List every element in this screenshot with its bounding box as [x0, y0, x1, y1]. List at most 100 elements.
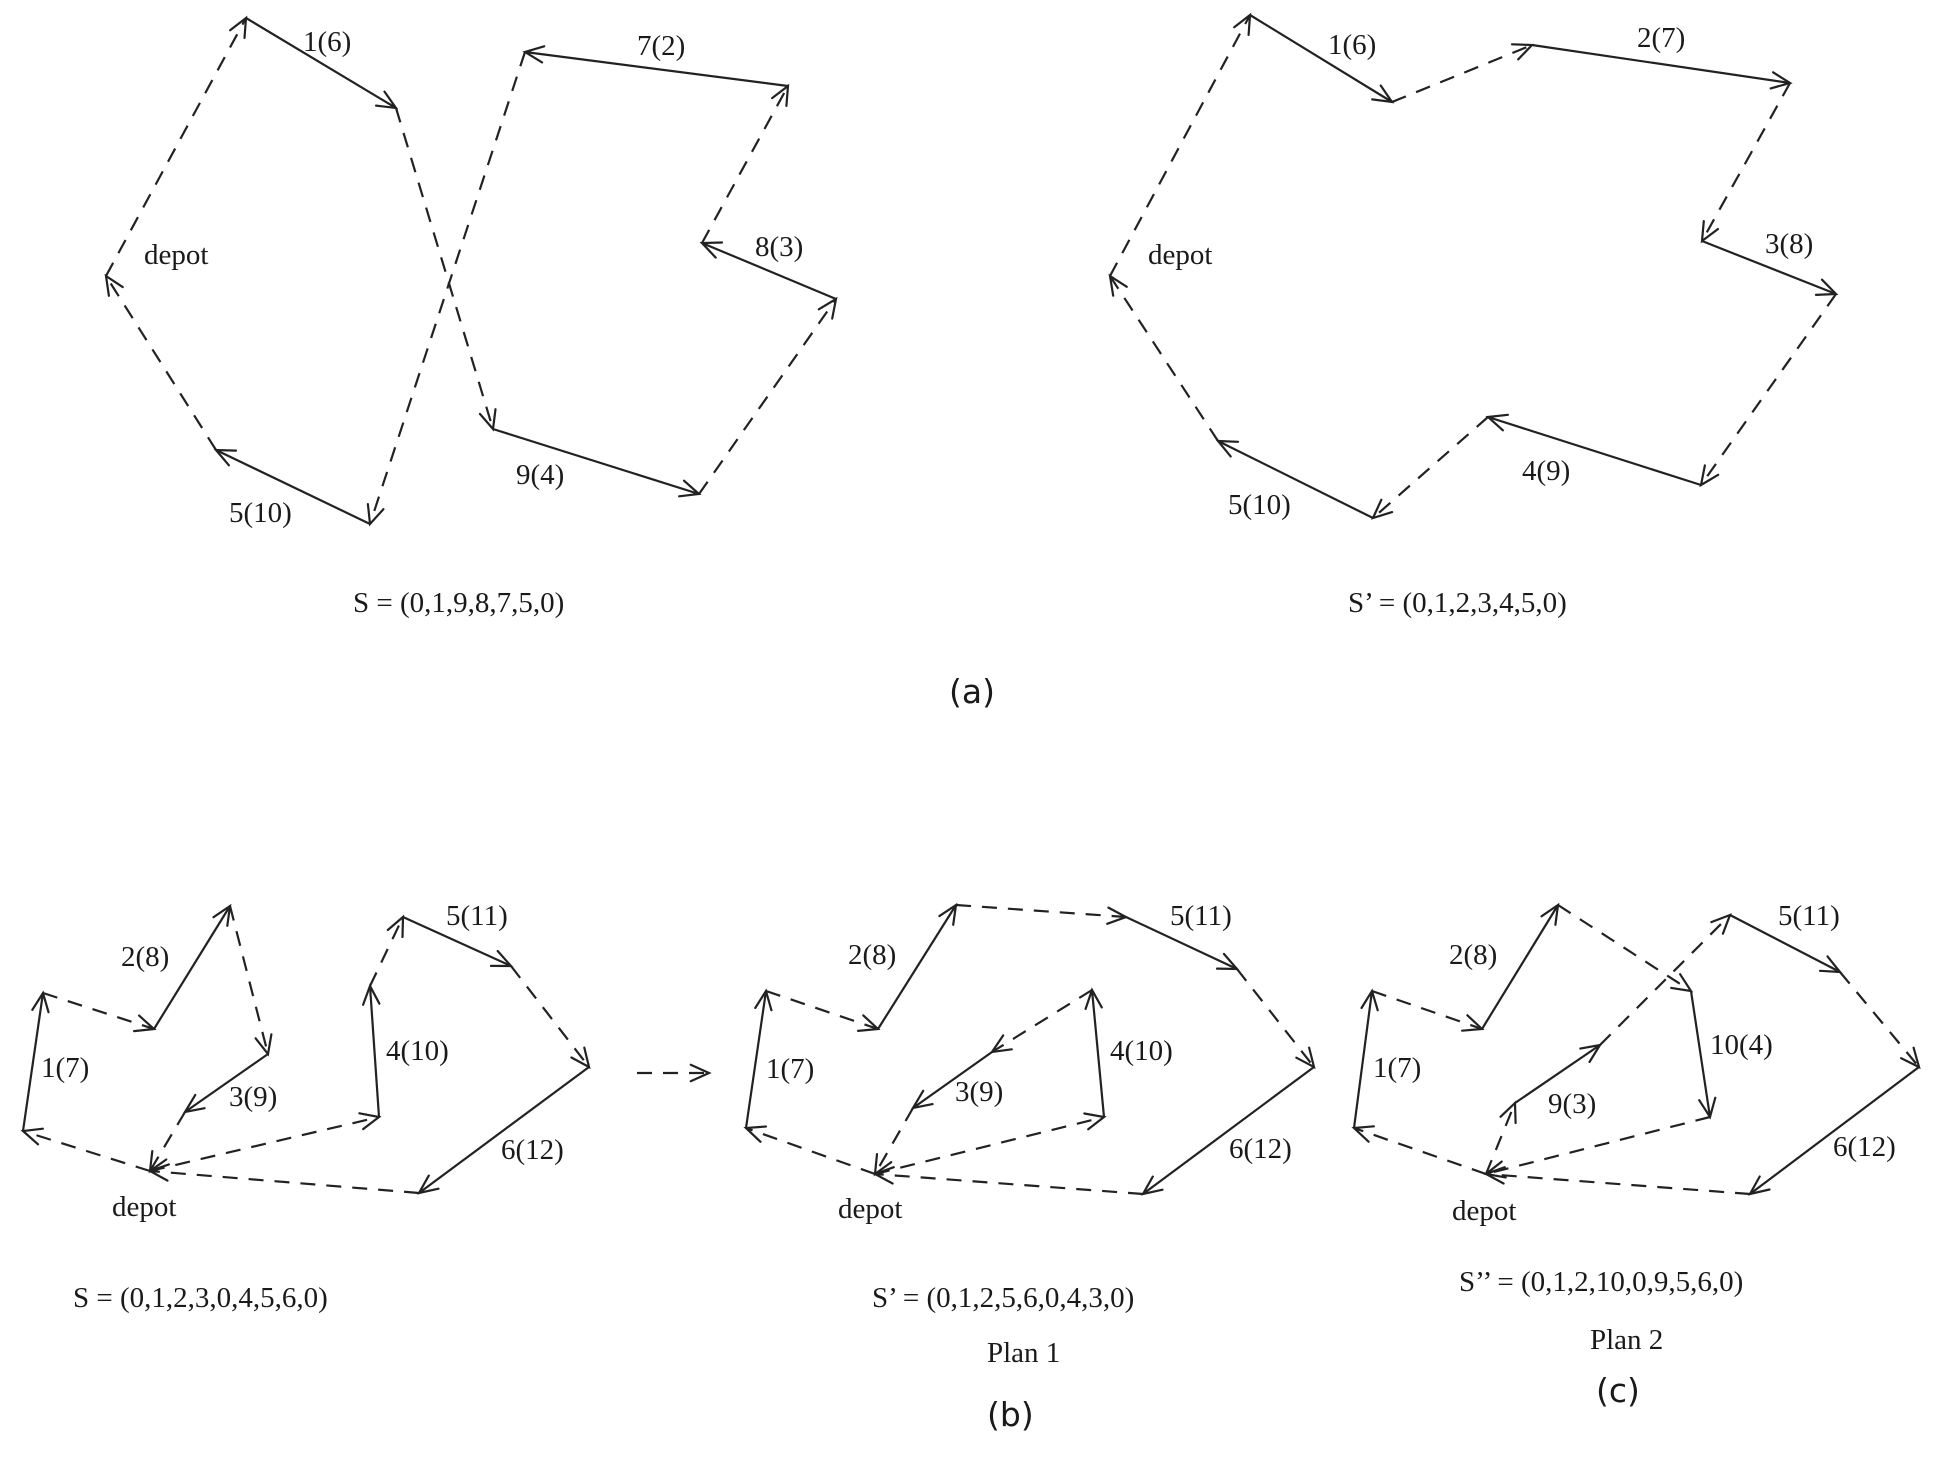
edge-label: 1(7): [41, 1052, 89, 1084]
arrowhead-icon: [1899, 1046, 1921, 1070]
edge-label: 1(7): [1373, 1052, 1421, 1084]
arrowhead-icon: [1360, 988, 1379, 1012]
dashed-route-edge: [105, 275, 217, 451]
caption-c: (c): [1596, 1371, 1640, 1410]
solid-route-edge: [1749, 1066, 1920, 1195]
arrowhead-icon: [1460, 1014, 1485, 1032]
arrowhead-icon: [1233, 12, 1252, 37]
dashed-route-edge: [368, 51, 527, 525]
edge-label: 2(7): [1637, 22, 1685, 54]
arrowhead-icon: [1083, 1112, 1107, 1131]
dashed-route-edge: [874, 1107, 914, 1175]
panel-a-left: depot 1(6) 7(2) 8(3) 9(4) 5(10) S = (0,1…: [144, 26, 803, 619]
route-sequence: S = (0,1,9,8,7,5,0): [353, 587, 564, 619]
arrowhead-icon: [213, 448, 238, 467]
arrowhead-icon: [386, 914, 405, 939]
arrowhead-icon: [856, 1014, 881, 1033]
edge-label: 1(6): [303, 26, 351, 58]
dashed-route-edge: [149, 1111, 186, 1172]
arrowhead-icon: [1699, 464, 1720, 488]
edge-label: 2(8): [1449, 939, 1497, 971]
solid-route-edge: [1514, 1044, 1601, 1104]
arrowhead-icon: [1700, 220, 1720, 244]
dashed-route-edge: [1485, 1115, 1711, 1176]
edge-label: 9(4): [516, 459, 564, 491]
dashed-route-edge: [701, 85, 789, 244]
edge-label: 8(3): [755, 231, 803, 263]
arrowhead-icon: [1698, 1096, 1717, 1120]
solid-route-edge: [1217, 440, 1374, 519]
arrowhead-icon: [1814, 278, 1839, 296]
solid-route-edge: [492, 427, 700, 496]
route-edges: [21, 14, 1920, 1196]
dashed-route-edge: [765, 989, 879, 1031]
arrowhead-icon: [689, 1063, 712, 1083]
arrowhead-icon: [1106, 906, 1129, 925]
solid-route-edge: [184, 1053, 269, 1113]
edge-label: 6(12): [501, 1134, 564, 1166]
arrowhead-icon: [938, 902, 958, 926]
solid-route-edge: [1481, 904, 1559, 1030]
dashed-route-edge: [1839, 971, 1920, 1068]
arrowhead-icon: [1140, 1175, 1164, 1196]
edge-label: 3(9): [229, 1081, 277, 1113]
depot-label: depot: [838, 1193, 902, 1225]
arrowhead-icon: [1670, 973, 1694, 993]
edge-label: 5(11): [446, 900, 508, 932]
arrowhead-icon: [699, 241, 724, 259]
solid-route-edge: [418, 1066, 590, 1194]
arrowhead-icon: [254, 1033, 273, 1057]
edge-label: 3(9): [955, 1076, 1003, 1108]
solid-route-edge: [368, 985, 381, 1118]
edge-label: 2(8): [848, 939, 896, 971]
solid-route-edge: [1487, 415, 1702, 487]
depot-label: depot: [1452, 1195, 1516, 1227]
caption-b: (b): [987, 1395, 1034, 1434]
arrowhead-icon: [570, 1046, 591, 1070]
dashed-route-edge: [1484, 1102, 1517, 1175]
solid-route-edge: [245, 17, 397, 109]
arrowhead-icon: [212, 903, 232, 927]
dashed-route-edge: [955, 903, 1127, 919]
edge-label: 5(10): [229, 497, 292, 529]
solid-route-edge: [1729, 914, 1841, 973]
solid-route-edge: [1142, 1066, 1315, 1195]
depot-label: depot: [144, 239, 208, 271]
arrowhead-icon: [182, 1093, 206, 1114]
panel-a-right: depot 1(6) 2(7) 3(8) 4(9) 5(10) S’ = (0,…: [1148, 22, 1813, 619]
dashed-route-edge: [1599, 914, 1731, 1046]
dashed-route-edge: [1372, 416, 1489, 519]
dashed-route-edge: [1485, 1172, 1751, 1196]
dashed-route-edge: [149, 1115, 380, 1173]
dashed-route-edge: [1353, 1126, 1487, 1176]
arrowhead-icon: [133, 1014, 157, 1033]
dashed-route-edge: [149, 1169, 420, 1195]
dashed-route-edge: [1109, 14, 1251, 277]
arrowhead-icon: [910, 1089, 934, 1110]
arrowhead-icon: [1818, 955, 1843, 974]
arrowhead-icon: [358, 1112, 382, 1131]
edge-label: 5(10): [1228, 489, 1291, 521]
arrowhead-icon: [1108, 273, 1128, 297]
edge-label: 7(2): [637, 30, 685, 62]
arrowhead-icon: [362, 983, 381, 1006]
dashed-route-edge: [1391, 43, 1533, 104]
arrowhead-icon: [489, 949, 514, 968]
solid-route-edge: [877, 904, 957, 1030]
edge-label: 1(6): [1328, 29, 1376, 61]
solid-route-edge: [1531, 43, 1791, 85]
route-sequence: S’ = (0,1,2,5,6,0,4,3,0): [872, 1282, 1134, 1314]
solid-route-edge: [912, 1051, 993, 1109]
edge-label: 9(3): [1548, 1088, 1596, 1120]
dashed-route-edge: [991, 989, 1093, 1053]
depot-label: depot: [112, 1191, 176, 1223]
edge-label: 6(12): [1833, 1131, 1896, 1163]
solid-route-edge: [524, 50, 789, 88]
arrowhead-icon: [989, 1034, 1013, 1054]
panel-b-right: depot 2(8) 1(7) 3(9) 5(11) 4(10) 6(12) S…: [766, 900, 1292, 1369]
arrowhead-icon: [677, 479, 702, 498]
arrowhead-icon: [375, 90, 399, 110]
arrowhead-icon: [20, 1127, 45, 1146]
arrowhead-icon: [366, 503, 385, 527]
